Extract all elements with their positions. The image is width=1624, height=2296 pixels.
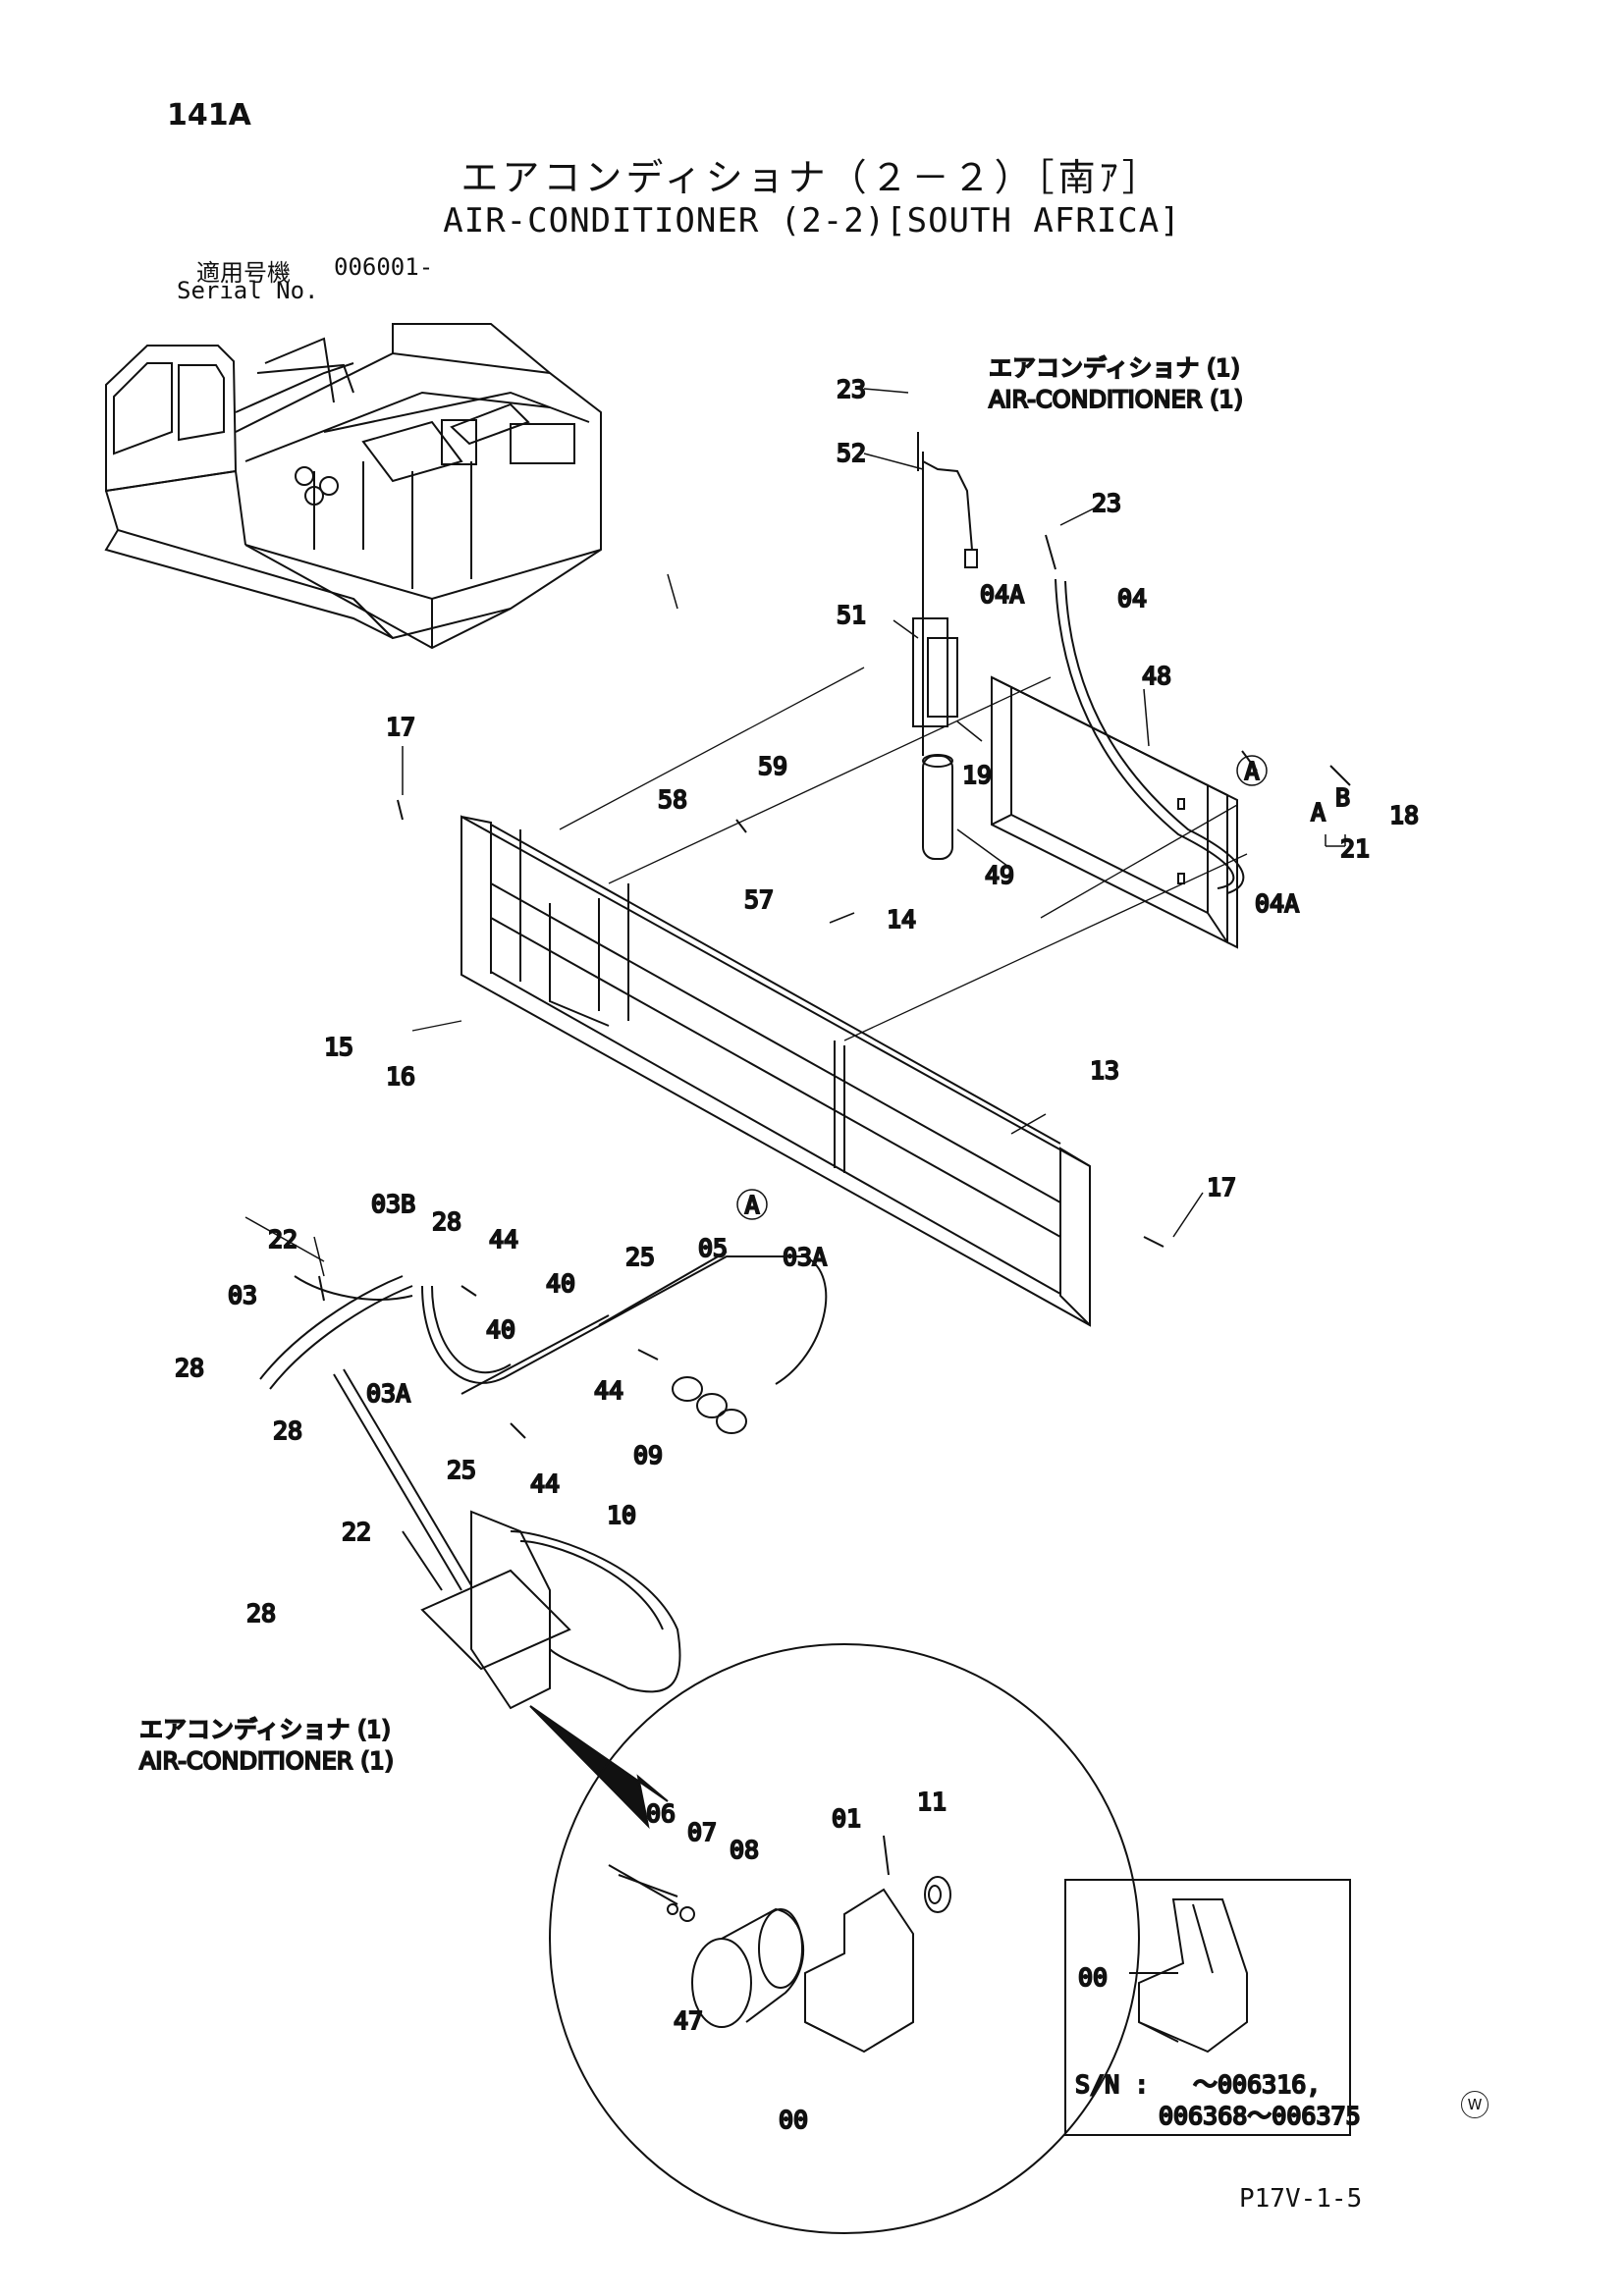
part-label-28-left: 28 — [175, 1354, 204, 1382]
part-label-03a-right: 03A — [783, 1243, 827, 1271]
condenser-frame — [460, 815, 1091, 1327]
page-reference-code: P17V-1-5 — [1239, 2184, 1363, 2214]
part-label-03: 03 — [228, 1281, 257, 1309]
part-label-28-low: 28 — [246, 1599, 276, 1628]
detail-sub-b: B — [1335, 783, 1350, 812]
part-label-40-left: 40 — [546, 1269, 575, 1298]
belt-and-bracket — [420, 1510, 681, 1710]
part-label-04a-top: 04A — [980, 580, 1024, 609]
note-ac-top-jp: エアコンディショナ (1) — [989, 354, 1240, 382]
part-label-04: 04 — [1117, 584, 1147, 613]
part-label-28-bottom: 28 — [273, 1416, 302, 1445]
condenser — [991, 675, 1238, 949]
leader-lines — [244, 388, 1204, 1277]
part-label-57: 57 — [744, 885, 774, 914]
hose-03 — [259, 1275, 472, 1591]
detail-circle-view — [549, 1643, 1140, 2234]
part-label-59: 59 — [758, 752, 787, 780]
part-label-07: 07 — [687, 1818, 717, 1846]
part-label-28-top: 28 — [432, 1207, 461, 1236]
inset-sn-line1: ～006316, — [1193, 2070, 1321, 2099]
part-label-18: 18 — [1389, 801, 1419, 829]
part-label-22-bottom: 22 — [342, 1518, 371, 1546]
note-ac-left-en: AIR-CONDITIONER (1) — [139, 1747, 394, 1775]
part-label-40-right: 40 — [486, 1315, 515, 1344]
part-label-23-right: 23 — [1092, 489, 1121, 517]
note-ac-top-en: AIR-CONDITIONER (1) — [989, 386, 1243, 413]
detail-view-arrow — [529, 1705, 669, 1830]
part-label-15: 15 — [324, 1033, 353, 1061]
part-label-08: 08 — [730, 1836, 759, 1864]
hose-25-and-pipes — [421, 1251, 828, 1395]
receiver-drier — [912, 452, 978, 860]
part-label-44-mid: 44 — [594, 1376, 623, 1405]
serial-label-japanese: 適用号機 — [196, 259, 291, 287]
part-label-14: 14 — [887, 905, 916, 934]
part-label-00-circle: 00 — [779, 2106, 808, 2134]
part-label-21: 21 — [1340, 834, 1370, 863]
part-label-04a-right: 04A — [1255, 889, 1299, 918]
part-label-17-bottom: 17 — [1207, 1173, 1236, 1201]
detail-reference-markers — [736, 755, 1346, 1220]
part-label-47: 47 — [674, 2006, 703, 2035]
part-label-13: 13 — [1090, 1056, 1119, 1085]
inset-sn-line2: 006368～006375 — [1159, 2102, 1361, 2130]
part-label-44-top: 44 — [489, 1225, 518, 1254]
serial-label-english: Serial No. — [177, 277, 319, 304]
part-label-58: 58 — [658, 785, 687, 814]
part-label-51: 51 — [837, 601, 866, 629]
inset-variant-box — [1064, 1879, 1351, 2136]
inset-sn-label: S/N : — [1075, 2070, 1149, 2099]
part-label-44-bottom: 44 — [530, 1469, 560, 1498]
part-label-25-bottom: 25 — [447, 1456, 476, 1484]
note-ac-left-jp: エアコンディショナ (1) — [139, 1716, 391, 1743]
title-english: AIR-CONDITIONER (2-2)[SOUTH AFRICA] — [443, 201, 1181, 240]
part-label-22-top: 22 — [268, 1225, 298, 1254]
part-label-09: 09 — [633, 1441, 663, 1469]
part-label-19: 19 — [962, 761, 992, 789]
part-label-10: 10 — [607, 1501, 636, 1529]
part-label-03a-left: 03A — [366, 1379, 410, 1408]
excavator-overview-illustration — [104, 323, 602, 650]
clamp-rings-09 — [672, 1376, 747, 1434]
part-label-49: 49 — [985, 861, 1014, 889]
serial-number-value: 006001- — [334, 253, 434, 281]
part-label-52: 52 — [837, 439, 866, 467]
part-label-01: 01 — [832, 1804, 861, 1833]
detail-ref-a-circle-upper — [1236, 755, 1268, 786]
part-label-23-top: 23 — [837, 375, 866, 403]
watermark-w-mark: W — [1461, 2091, 1489, 2118]
part-label-11: 11 — [917, 1788, 947, 1816]
part-label-17-top: 17 — [386, 713, 415, 741]
title-japanese: エアコンディショナ（２－２）［南ｱ］ — [460, 156, 1164, 199]
detail-ref-a-circle-lower — [736, 1189, 768, 1220]
part-label-00-box: 00 — [1078, 1963, 1108, 1992]
part-label-03b: 03B — [371, 1190, 415, 1218]
detail-ref-a-lower: A — [744, 1191, 759, 1219]
part-label-16: 16 — [386, 1062, 415, 1091]
connection-lines — [411, 667, 1248, 1041]
part-label-48: 48 — [1142, 662, 1171, 690]
part-label-05: 05 — [698, 1234, 728, 1262]
detail-sub-a: A — [1311, 798, 1326, 827]
detail-ref-a-upper: A — [1244, 757, 1259, 785]
part-label-06: 06 — [646, 1799, 676, 1828]
bolts — [318, 432, 1351, 1591]
page-number: 141A — [167, 98, 251, 133]
part-label-25-top: 25 — [625, 1243, 655, 1271]
hose-04 — [1055, 578, 1245, 894]
